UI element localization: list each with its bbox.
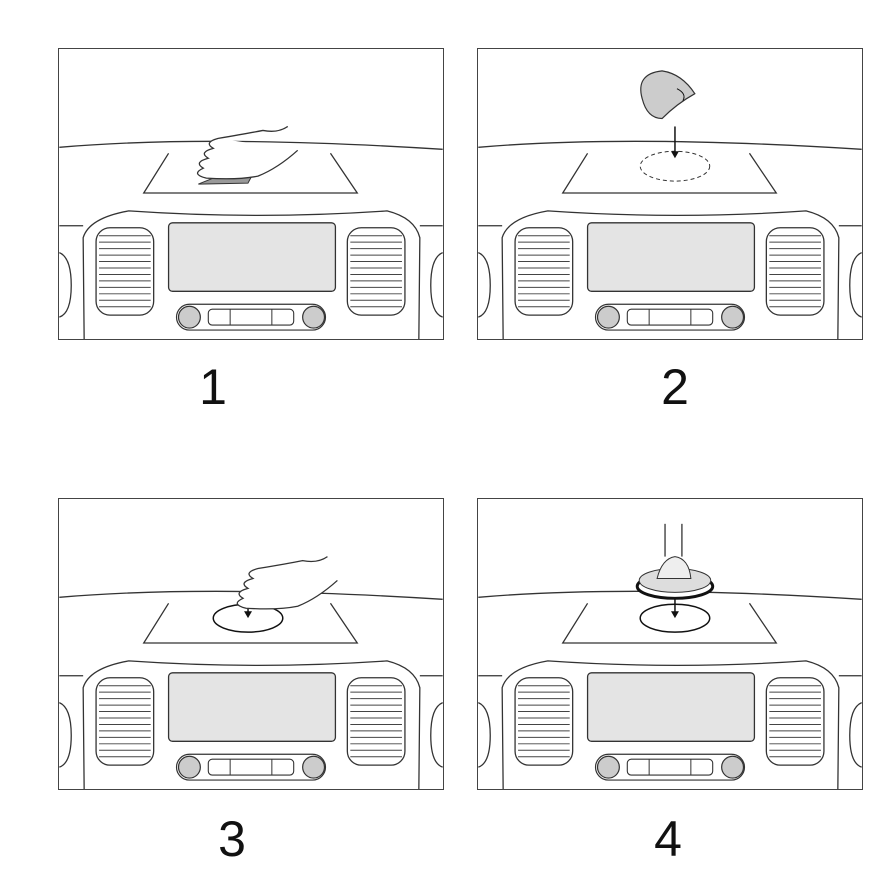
- mounting-area: [142, 602, 359, 644]
- air-vent: [346, 677, 406, 766]
- screen: [586, 672, 756, 742]
- screen: [167, 222, 337, 292]
- console-outline: [82, 210, 421, 339]
- down-arrow-icon: [670, 598, 679, 619]
- air-vent: [514, 677, 574, 766]
- mounting-area: [142, 152, 359, 194]
- step-3-illustration: [58, 498, 444, 790]
- hand-icon: [236, 556, 338, 610]
- dashboard-drawing: [59, 556, 443, 789]
- adhesive-pad-icon: [640, 70, 696, 120]
- side-vent-left: [59, 252, 72, 318]
- dashboard-drawing: [478, 70, 862, 339]
- step-2-illustration: [477, 48, 863, 340]
- control-panel: [175, 303, 327, 331]
- air-vent: [95, 677, 155, 766]
- console-outline: [501, 660, 840, 789]
- air-vent: [346, 227, 406, 316]
- air-vent: [95, 227, 155, 316]
- dashboard-drawing: [478, 523, 862, 789]
- side-vent-right: [849, 702, 862, 768]
- control-panel: [175, 753, 327, 781]
- air-vent: [514, 227, 574, 316]
- mounting-area: [561, 152, 778, 194]
- step-number-2: 2: [661, 359, 689, 415]
- side-vent-left: [478, 252, 491, 318]
- air-vent: [765, 677, 825, 766]
- step-4-illustration: [477, 498, 863, 790]
- control-panel: [594, 303, 746, 331]
- hand-icon: [196, 125, 299, 180]
- step-number-4: 4: [654, 811, 682, 867]
- side-vent-left: [59, 702, 72, 768]
- mounting-area: [561, 602, 778, 644]
- side-vent-right: [430, 702, 443, 768]
- console-outline: [82, 660, 421, 789]
- phone-mount-icon: [635, 523, 715, 600]
- air-vent: [765, 227, 825, 316]
- dashboard-edge: [59, 590, 443, 600]
- control-panel: [594, 753, 746, 781]
- side-vent-left: [478, 702, 491, 768]
- dashboard-edge: [478, 140, 862, 150]
- screen: [167, 672, 337, 742]
- down-arrow-icon: [670, 126, 679, 159]
- console-outline: [501, 210, 840, 339]
- step-number-1: 1: [199, 359, 227, 415]
- step-number-3: 3: [218, 811, 246, 867]
- dashboard-drawing: [59, 125, 443, 339]
- side-vent-right: [430, 252, 443, 318]
- step-1-illustration: [58, 48, 444, 340]
- side-vent-right: [849, 252, 862, 318]
- screen: [586, 222, 756, 292]
